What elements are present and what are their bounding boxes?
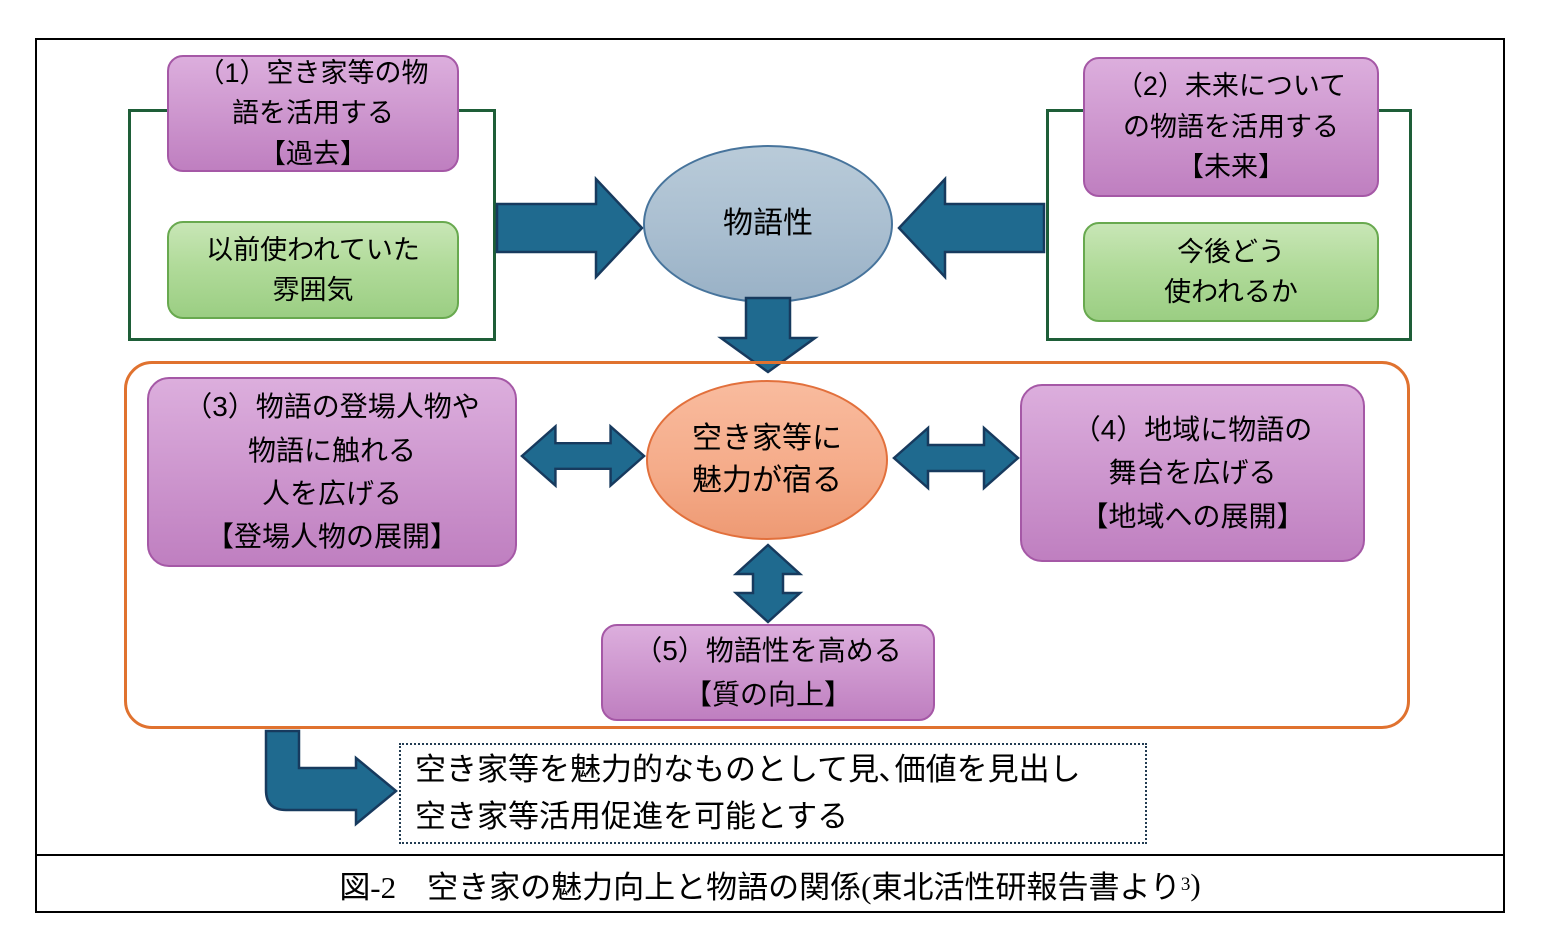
double-arrow-characters-charm-icon	[520, 423, 646, 489]
future-detail-box: 今後どう 使われるか	[1083, 222, 1379, 322]
arrow-past-to-story-icon	[495, 175, 644, 281]
past-title-box: （1）空き家等の物 語を活用する 【過去】	[167, 55, 459, 172]
arrow-future-to-story-icon	[897, 175, 1046, 281]
figure-caption: 図-2 空き家の魅力向上と物語の関係(東北活性研報告書より 3)	[35, 854, 1505, 913]
caption-text: 図-2 空き家の魅力向上と物語の関係(東北活性研報告書より	[339, 870, 1181, 905]
future-title-box: （2）未来について の物語を活用する 【未来】	[1083, 57, 1379, 197]
quality-box: （5）物語性を高める 【質の向上】	[601, 624, 935, 721]
double-arrow-charm-region-icon	[892, 425, 1020, 491]
charm-ellipse: 空き家等に 魅力が宿る	[646, 380, 888, 540]
arrow-group-to-conclusion-icon	[264, 729, 398, 827]
story-ellipse: 物語性	[643, 145, 893, 303]
double-arrow-charm-quality-icon	[732, 543, 804, 624]
development-group-frame	[124, 361, 1410, 729]
characters-box: （3）物語の登場人物や 物語に触れる 人を広げる 【登場人物の展開】	[147, 377, 517, 567]
caption-close-paren: )	[1190, 866, 1201, 902]
figure-outer-frame	[35, 38, 1505, 913]
conclusion-box: 空き家等を魅力的なものとして見､価値を見出し 空き家等活用促進を可能とする	[399, 743, 1147, 844]
past-detail-box: 以前使われていた 雰囲気	[167, 221, 459, 319]
arrow-story-to-charm-icon	[717, 296, 819, 374]
region-box: （4）地域に物語の 舞台を広げる 【地域への展開】	[1020, 384, 1365, 562]
